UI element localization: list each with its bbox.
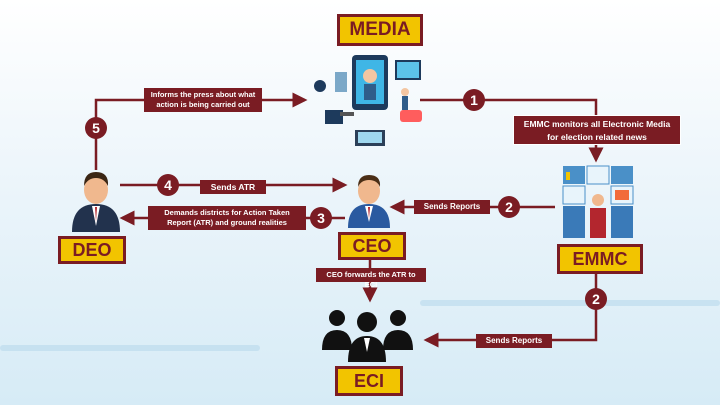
sends-atr-label: Sends ATR	[200, 180, 266, 194]
eci-title: ECI	[335, 366, 403, 396]
demands-districts-label: Demands districts for Action Taken Repor…	[148, 206, 306, 230]
step-5-badge: 5	[85, 117, 107, 139]
step-2-badge: 2	[498, 196, 520, 218]
step-3-badge: 3	[310, 207, 332, 229]
step-1-badge: 1	[463, 89, 485, 111]
informs-press-label: Informs the press about what action is b…	[144, 88, 262, 112]
sends-reports-eci-label: Sends Reports	[476, 334, 552, 348]
step-2-badge: 2	[585, 288, 607, 310]
background-streak	[0, 345, 260, 351]
media-title: MEDIA	[337, 14, 423, 46]
step-4-badge: 4	[157, 174, 179, 196]
background-streak	[420, 300, 720, 306]
emmc-monitors-label: EMMC monitors all Electronic Media for e…	[513, 115, 681, 145]
ceo-title: CEO	[338, 232, 406, 260]
sends-reports-ceo-label: Sends Reports	[414, 200, 490, 214]
emmc-title: EMMC	[557, 244, 643, 274]
ceo-forwards-label: CEO forwards the ATR to ECI	[316, 268, 426, 289]
deo-title: DEO	[58, 236, 126, 264]
